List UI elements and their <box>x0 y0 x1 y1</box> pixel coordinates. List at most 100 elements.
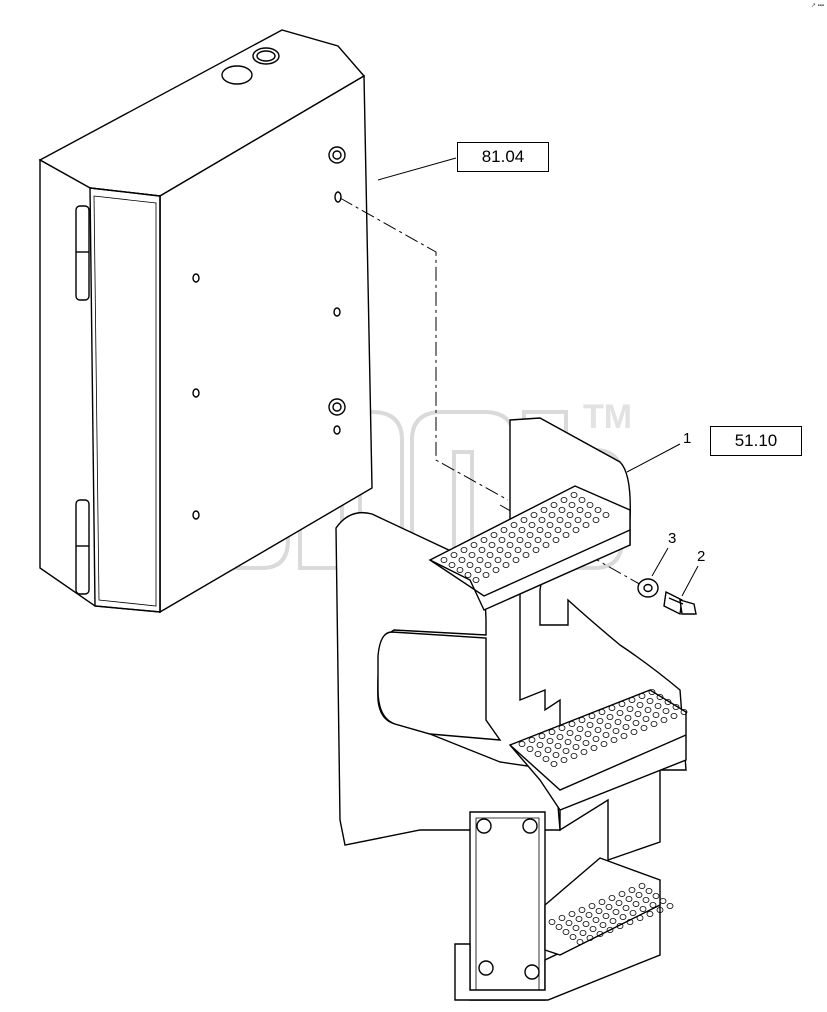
tread-hole <box>584 731 592 738</box>
tread-hole <box>480 537 488 544</box>
tread-hole <box>614 719 622 726</box>
tread-hole <box>596 931 604 938</box>
tread-hole <box>632 720 640 727</box>
tread-hole <box>555 924 563 931</box>
tread-hole <box>606 714 614 721</box>
tread-hole <box>578 496 586 503</box>
tread-hole <box>534 751 542 758</box>
tread-hole <box>556 517 564 524</box>
tread-hole <box>528 522 536 529</box>
tread-hole <box>544 747 552 754</box>
tread-hole <box>656 907 664 914</box>
tread-hole <box>496 547 504 554</box>
tread-hole <box>604 723 612 730</box>
tread-hole <box>670 713 678 720</box>
tread-hole <box>494 557 502 564</box>
tread-hole <box>502 562 510 569</box>
tread-hole <box>458 557 466 564</box>
tread-hole <box>552 537 560 544</box>
callout-1: 1 <box>683 430 692 447</box>
tread-hole <box>572 527 580 534</box>
tread-hole <box>538 733 546 740</box>
leader-lines <box>377 157 699 597</box>
tread-hole <box>634 711 642 718</box>
tread-hole <box>586 501 594 508</box>
tread-hole <box>524 542 532 549</box>
tread-hole <box>506 542 514 549</box>
tread-hole <box>546 738 554 745</box>
tread-hole <box>586 722 594 729</box>
tread-hole <box>556 734 564 741</box>
tread-hole <box>608 705 616 712</box>
tread-hole <box>536 527 544 534</box>
callout-2: 2 <box>697 548 706 565</box>
tread-hole <box>440 557 448 564</box>
tread-hole <box>582 921 590 928</box>
tread-hole <box>568 721 576 728</box>
tread-hole <box>575 916 583 923</box>
tread-hole <box>564 739 572 746</box>
tread-hole <box>510 522 518 529</box>
tread-hole <box>564 522 572 529</box>
tread-hole <box>548 512 556 519</box>
tread-hole <box>600 741 608 748</box>
tread-hole <box>464 572 472 579</box>
tread-hole <box>602 913 610 920</box>
tread-hole <box>518 527 526 534</box>
tread-hole <box>624 715 632 722</box>
tread-hole <box>596 718 604 725</box>
tread-hole <box>625 896 633 903</box>
tread-hole <box>512 557 520 564</box>
tread-hole <box>562 748 570 755</box>
tread-hole <box>626 706 634 713</box>
tread-hole <box>448 562 456 569</box>
tread-hole <box>616 923 624 930</box>
tread-hole <box>602 512 610 519</box>
tread-hole <box>649 902 657 909</box>
tread-hole <box>630 729 638 736</box>
tread-hole <box>546 522 554 529</box>
tread-hole <box>534 537 542 544</box>
tread-hole <box>460 547 468 554</box>
washer <box>637 578 659 598</box>
tread-hole <box>470 542 478 549</box>
tread-hole <box>588 903 596 910</box>
tread-hole <box>609 918 617 925</box>
tread-hole <box>580 749 588 756</box>
tread-hole <box>672 704 680 711</box>
tread-hole <box>568 501 576 508</box>
bolt <box>663 590 697 616</box>
tread-hole <box>660 717 668 724</box>
tread-hole <box>558 915 566 922</box>
tread-hole <box>652 712 660 719</box>
tread-hole <box>492 567 500 574</box>
tread-hole <box>526 746 534 753</box>
tread-hole <box>656 694 664 701</box>
tread-hole <box>628 697 636 704</box>
tread-hole <box>468 552 476 559</box>
tread-hole <box>558 506 566 513</box>
tread-hole <box>612 728 620 735</box>
tread-hole <box>640 725 648 732</box>
tread-hole <box>654 703 662 710</box>
tread-hole <box>680 709 688 716</box>
tread-hole <box>584 512 592 519</box>
tread-hole <box>588 713 596 720</box>
plate-bolts <box>476 818 540 980</box>
tread-hole <box>636 702 644 709</box>
tread-hole <box>586 935 594 942</box>
tread-hole <box>574 735 582 742</box>
tread-hole <box>576 939 584 946</box>
tread-hole <box>560 496 568 503</box>
tread-hole <box>574 517 582 524</box>
tread-hole <box>540 506 548 513</box>
tread-hole <box>542 542 550 549</box>
tread-hole <box>548 729 556 736</box>
tread-hole <box>572 744 580 751</box>
electrical-box <box>38 29 373 614</box>
tread-hole <box>548 919 556 926</box>
tread-hole <box>659 898 667 905</box>
tread-hole <box>568 911 576 918</box>
tread-hole <box>648 689 656 696</box>
tread-hole <box>504 552 512 559</box>
